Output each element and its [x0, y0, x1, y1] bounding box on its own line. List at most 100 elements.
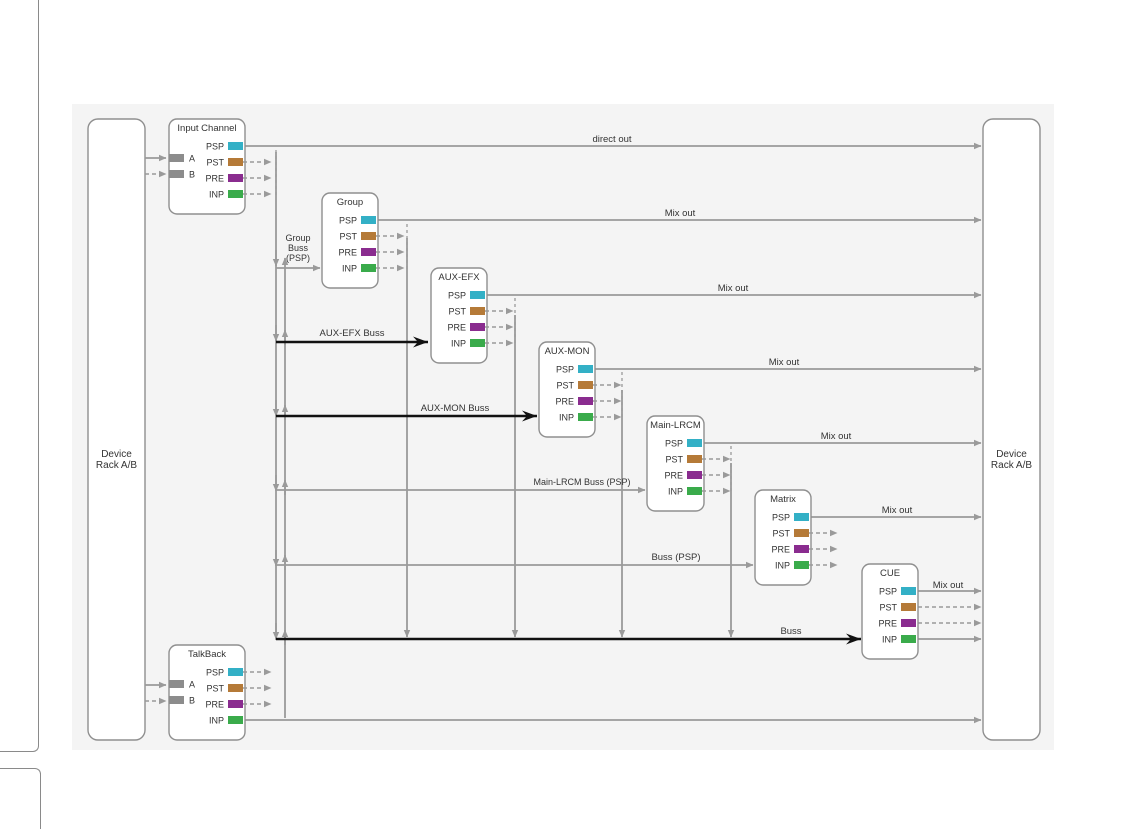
- device-rack-left-box: [87, 118, 146, 741]
- input-channel-input-b[interactable]: [169, 170, 184, 178]
- input-channel-input-a-label: A: [189, 154, 195, 164]
- group-title: Group: [337, 197, 363, 208]
- matrix-port-inp-label: INP: [775, 561, 790, 571]
- talkback-input-b[interactable]: [169, 696, 184, 704]
- aux-mon-buss-label: AUX-MON Buss: [421, 403, 490, 414]
- main-lrcm-port-psp-label: PSP: [665, 439, 683, 449]
- talkback-port-pre[interactable]: [228, 700, 243, 708]
- matrix-port-pst[interactable]: [794, 529, 809, 537]
- talkback-port-inp[interactable]: [228, 716, 243, 724]
- main-lrcm-port-pre[interactable]: [687, 471, 702, 479]
- talkback-input-a[interactable]: [169, 680, 184, 688]
- talkback-input-a-label: A: [189, 680, 195, 690]
- talkback-port-inp-label: INP: [209, 716, 224, 726]
- aux-efx-port-pst-label: PST: [448, 307, 466, 317]
- cue-port-pst[interactable]: [901, 603, 916, 611]
- main-lrcm-buss-label: Main-LRCM Buss (PSP): [533, 477, 630, 487]
- main-lrcm-port-pst[interactable]: [687, 455, 702, 463]
- matrix-port-pre-label: PRE: [771, 545, 790, 555]
- aux-mon-port-pst[interactable]: [578, 381, 593, 389]
- group-port-inp[interactable]: [361, 264, 376, 272]
- group-buss-label-1: Group: [285, 233, 310, 243]
- input-channel-box: [168, 118, 246, 215]
- device-rack-left: Device Rack A/B: [87, 118, 146, 741]
- signal-flow-diagram: Device Rack A/B Device Rack A/B: [72, 104, 1054, 750]
- input-channel-input-a[interactable]: [169, 154, 184, 162]
- input-channel-port-pst[interactable]: [228, 158, 243, 166]
- cue-port-inp[interactable]: [901, 635, 916, 643]
- cue-port-psp[interactable]: [901, 587, 916, 595]
- input-channel-title: Input Channel: [177, 123, 236, 134]
- matrix-mix-out-label: Mix out: [882, 505, 913, 516]
- group-port-pre[interactable]: [361, 248, 376, 256]
- aux-mon-port-pre[interactable]: [578, 397, 593, 405]
- aux-efx-port-psp-label: PSP: [448, 291, 466, 301]
- cue-title: CUE: [880, 568, 900, 579]
- aux-efx-port-inp-label: INP: [451, 339, 466, 349]
- cue-port-pre[interactable]: [901, 619, 916, 627]
- input-channel-port-pre-label: PRE: [205, 174, 224, 184]
- talkback-port-pre-label: PRE: [205, 700, 224, 710]
- device-rack-right-label-2: Rack A/B: [991, 460, 1032, 471]
- matrix-buss-label: Buss (PSP): [651, 552, 700, 563]
- device-rack-right-label-1: Device: [996, 449, 1027, 460]
- group-port-pst[interactable]: [361, 232, 376, 240]
- input-channel-port-psp[interactable]: [228, 142, 243, 150]
- aux-efx-buss-label: AUX-EFX Buss: [320, 328, 385, 339]
- aux-mon-port-psp[interactable]: [578, 365, 593, 373]
- device-rack-right: Device Rack A/B: [982, 118, 1041, 741]
- main-lrcm-mix-out-label: Mix out: [821, 431, 852, 442]
- talkback-title: TalkBack: [188, 649, 226, 660]
- matrix-title: Matrix: [770, 494, 796, 505]
- page-edge-top: [0, 0, 39, 752]
- input-channel-port-pre[interactable]: [228, 174, 243, 182]
- matrix-port-psp[interactable]: [794, 513, 809, 521]
- cue-port-pst-label: PST: [879, 603, 897, 613]
- talkback-port-pst[interactable]: [228, 684, 243, 692]
- aux-mon-port-inp[interactable]: [578, 413, 593, 421]
- aux-efx-port-inp[interactable]: [470, 339, 485, 347]
- aux-efx-mix-out-label: Mix out: [718, 283, 749, 294]
- talkback-port-psp[interactable]: [228, 668, 243, 676]
- aux-efx-title: AUX-EFX: [438, 272, 480, 283]
- aux-efx-port-pst[interactable]: [470, 307, 485, 315]
- aux-efx-port-psp[interactable]: [470, 291, 485, 299]
- aux-mon-port-psp-label: PSP: [556, 365, 574, 375]
- matrix-port-psp-label: PSP: [772, 513, 790, 523]
- matrix-port-pre[interactable]: [794, 545, 809, 553]
- main-lrcm-port-pre-label: PRE: [664, 471, 683, 481]
- page-edge-bottom: [0, 768, 41, 829]
- input-channel-port-inp[interactable]: [228, 190, 243, 198]
- group-mix-out-label: Mix out: [665, 208, 696, 219]
- main-lrcm-port-inp[interactable]: [687, 487, 702, 495]
- aux-mon-port-pre-label: PRE: [555, 397, 574, 407]
- input-channel-port-inp-label: INP: [209, 190, 224, 200]
- device-rack-left-label-2: Rack A/B: [96, 460, 137, 471]
- aux-efx-module: AUX-EFX PSP PST PRE INP: [430, 267, 516, 364]
- cue-mix-out-label: Mix out: [933, 580, 964, 591]
- direct-out-label: direct out: [592, 134, 631, 145]
- device-rack-left-label-1: Device: [101, 449, 132, 460]
- group-buss-label-2: Buss: [288, 243, 309, 253]
- main-lrcm-title: Main-LRCM: [650, 420, 701, 431]
- aux-efx-port-pre[interactable]: [470, 323, 485, 331]
- diagram-canvas: Device Rack A/B Device Rack A/B: [0, 0, 1054, 829]
- talkback-input-b-label: B: [189, 696, 195, 706]
- aux-efx-port-pre-label: PRE: [447, 323, 466, 333]
- main-lrcm-port-psp[interactable]: [687, 439, 702, 447]
- group-buss-label-3: (PSP): [286, 253, 310, 263]
- group-port-psp[interactable]: [361, 216, 376, 224]
- main-lrcm-port-inp-label: INP: [668, 487, 683, 497]
- cue-buss-label: Buss: [780, 626, 801, 637]
- talkback-port-psp-label: PSP: [206, 668, 224, 678]
- matrix-port-inp[interactable]: [794, 561, 809, 569]
- talkback-box: [168, 644, 246, 741]
- cue-port-inp-label: INP: [882, 635, 897, 645]
- cue-port-psp-label: PSP: [879, 587, 897, 597]
